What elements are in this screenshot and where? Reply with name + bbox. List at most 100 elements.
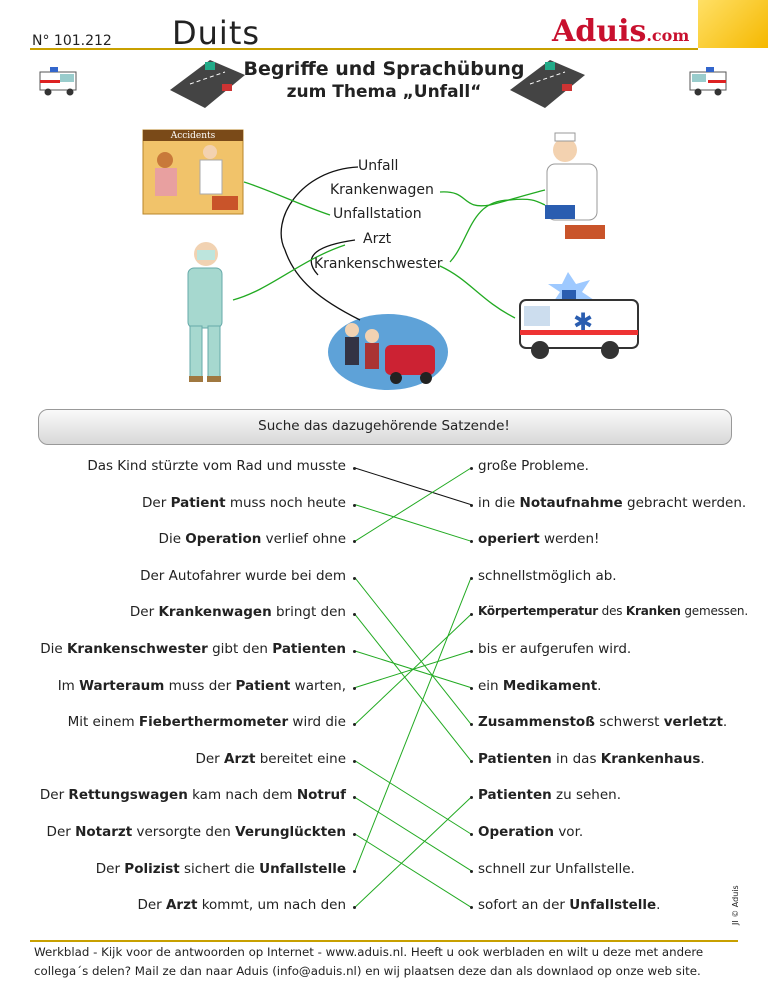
text-segment: Der: [195, 750, 224, 767]
logo-tld: .com: [646, 26, 690, 45]
logo-main: Aduis: [552, 14, 647, 49]
sentence-end-13: sofort an der Unfallstelle.: [478, 897, 660, 913]
keyword: Patienten: [478, 787, 552, 804]
keyword: Warteraum: [79, 677, 165, 694]
start-dot-11[interactable]: [353, 833, 356, 836]
accidents-caption: Accidents: [170, 131, 216, 141]
keyword: Arzt: [165, 897, 198, 914]
keyword: Patient: [235, 677, 291, 694]
end-dot-10[interactable]: [470, 796, 473, 800]
match-line-2: [354, 504, 472, 542]
worksheet-subtitle: zum Thema „Unfall“: [286, 82, 482, 102]
text-segment: .: [597, 677, 602, 694]
sentence-end-3: operiert werden!: [478, 531, 599, 547]
sentence-end-8: Zusammenstoß schwerst verletzt.: [478, 714, 727, 730]
vocab-word-unfallstation: Unfallstation: [333, 206, 422, 222]
unfall-illustration: [328, 314, 448, 390]
side-copyright: JI © Aduis: [731, 885, 740, 925]
corner-decoration: [698, 0, 768, 48]
end-dot-11[interactable]: [470, 833, 473, 836]
sentence-end-9: Patienten in das Krankenhaus.: [478, 751, 705, 767]
vocab-word-krankenschwester: Krankenschwester: [314, 256, 443, 272]
keyword: Rettungswagen: [68, 787, 188, 804]
keyword: Notaufnahme: [519, 494, 623, 511]
match-line-8: [354, 614, 472, 725]
match-line-5: [354, 614, 472, 762]
start-dot-4[interactable]: [353, 576, 356, 580]
sentence-start-7: Im Warteraum muss der Patient warten,: [58, 678, 346, 694]
sentence-start-13: Der Arzt kommt, um nach den: [137, 897, 346, 913]
end-dot-12[interactable]: [470, 869, 473, 873]
text-segment: Der: [95, 860, 125, 877]
end-dot-13[interactable]: [470, 906, 473, 910]
keyword: verletzt: [663, 714, 723, 731]
keyword: Kranken: [625, 604, 681, 619]
end-dot-9[interactable]: [470, 759, 473, 763]
start-dot-10[interactable]: [353, 796, 356, 800]
text-segment: .: [656, 897, 661, 914]
text-segment: Die: [158, 531, 186, 548]
keyword: Patienten: [478, 750, 552, 767]
start-dot-2[interactable]: [353, 503, 356, 507]
keyword: Patient: [170, 494, 226, 511]
match-line-1: [354, 467, 472, 506]
start-dot-13[interactable]: [353, 906, 356, 910]
end-dot-8[interactable]: [470, 723, 473, 727]
sentence-start-1: Das Kind stürzte vom Rad und musste: [87, 458, 346, 474]
keyword: Operation: [185, 531, 262, 548]
text-segment: bringt den: [271, 604, 346, 621]
text-segment: Der: [39, 787, 69, 804]
keyword: Zusammenstoß: [478, 714, 595, 731]
keyword: Unfallstelle: [259, 860, 346, 877]
sentence-start-4: Der Autofahrer wurde bei dem: [140, 568, 346, 584]
text-segment: kam nach dem: [187, 787, 297, 804]
aduis-logo[interactable]: Aduis.com: [552, 14, 689, 49]
keyword: Krankenschwester: [66, 641, 208, 657]
sentence-start-6: Die Krankenschwester gibt den Patienten: [40, 641, 346, 657]
sentence-end-11: Operation vor.: [478, 824, 583, 840]
text-segment: .: [700, 750, 705, 767]
text-segment: bereitet eine: [255, 750, 346, 767]
text-segment: gibt den: [207, 641, 273, 657]
text-segment: muss noch heute: [225, 494, 346, 511]
worksheet-title: Begriffe und Sprachübung: [243, 58, 525, 80]
start-dot-8[interactable]: [353, 723, 356, 727]
start-dot-6[interactable]: [353, 650, 356, 653]
end-dot-6[interactable]: [470, 650, 473, 653]
instruction-text: Suche das dazugehörende Satzende!: [258, 418, 510, 434]
end-dot-4[interactable]: [470, 576, 473, 580]
vocab-word-krankenwagen: Krankenwagen: [330, 182, 434, 198]
end-dot-1[interactable]: [470, 467, 473, 470]
start-dot-1[interactable]: [353, 467, 356, 470]
keyword: Medikament: [502, 677, 598, 694]
text-segment: verlief ohne: [261, 531, 346, 548]
text-segment: versorgte den: [132, 824, 236, 840]
start-dot-9[interactable]: [353, 759, 356, 763]
doctor-illustration: [187, 242, 223, 382]
vocab-black-lines: [280, 166, 361, 321]
text-segment: sichert die: [179, 860, 260, 877]
sentence-end-12: schnell zur Unfallstelle.: [478, 861, 635, 877]
keyword: Arzt: [224, 750, 256, 767]
text-segment: schnellstmöglich ab.: [478, 567, 617, 584]
text-segment: Der: [129, 604, 159, 621]
start-dot-7[interactable]: [353, 686, 356, 690]
start-dot-5[interactable]: [353, 613, 356, 617]
end-dot-5[interactable]: [470, 613, 473, 617]
text-segment: Der: [137, 897, 166, 914]
text-segment: warten,: [290, 677, 346, 694]
text-segment: vor.: [554, 824, 584, 840]
text-segment: bis er aufgerufen wird.: [478, 641, 632, 657]
match-line-12: [354, 577, 472, 871]
text-segment: gebracht werden.: [622, 494, 747, 511]
text-segment: kommt, um nach den: [197, 897, 346, 914]
text-segment: ein: [478, 677, 503, 694]
start-dot-3[interactable]: [353, 540, 356, 544]
road-crash-icon-left: [170, 60, 245, 108]
text-segment: Der: [142, 494, 171, 511]
start-dot-12[interactable]: [353, 869, 356, 873]
end-dot-7[interactable]: [470, 686, 473, 690]
end-dot-2[interactable]: [470, 503, 473, 507]
end-dot-3[interactable]: [470, 540, 473, 544]
text-segment: Im: [57, 677, 80, 694]
